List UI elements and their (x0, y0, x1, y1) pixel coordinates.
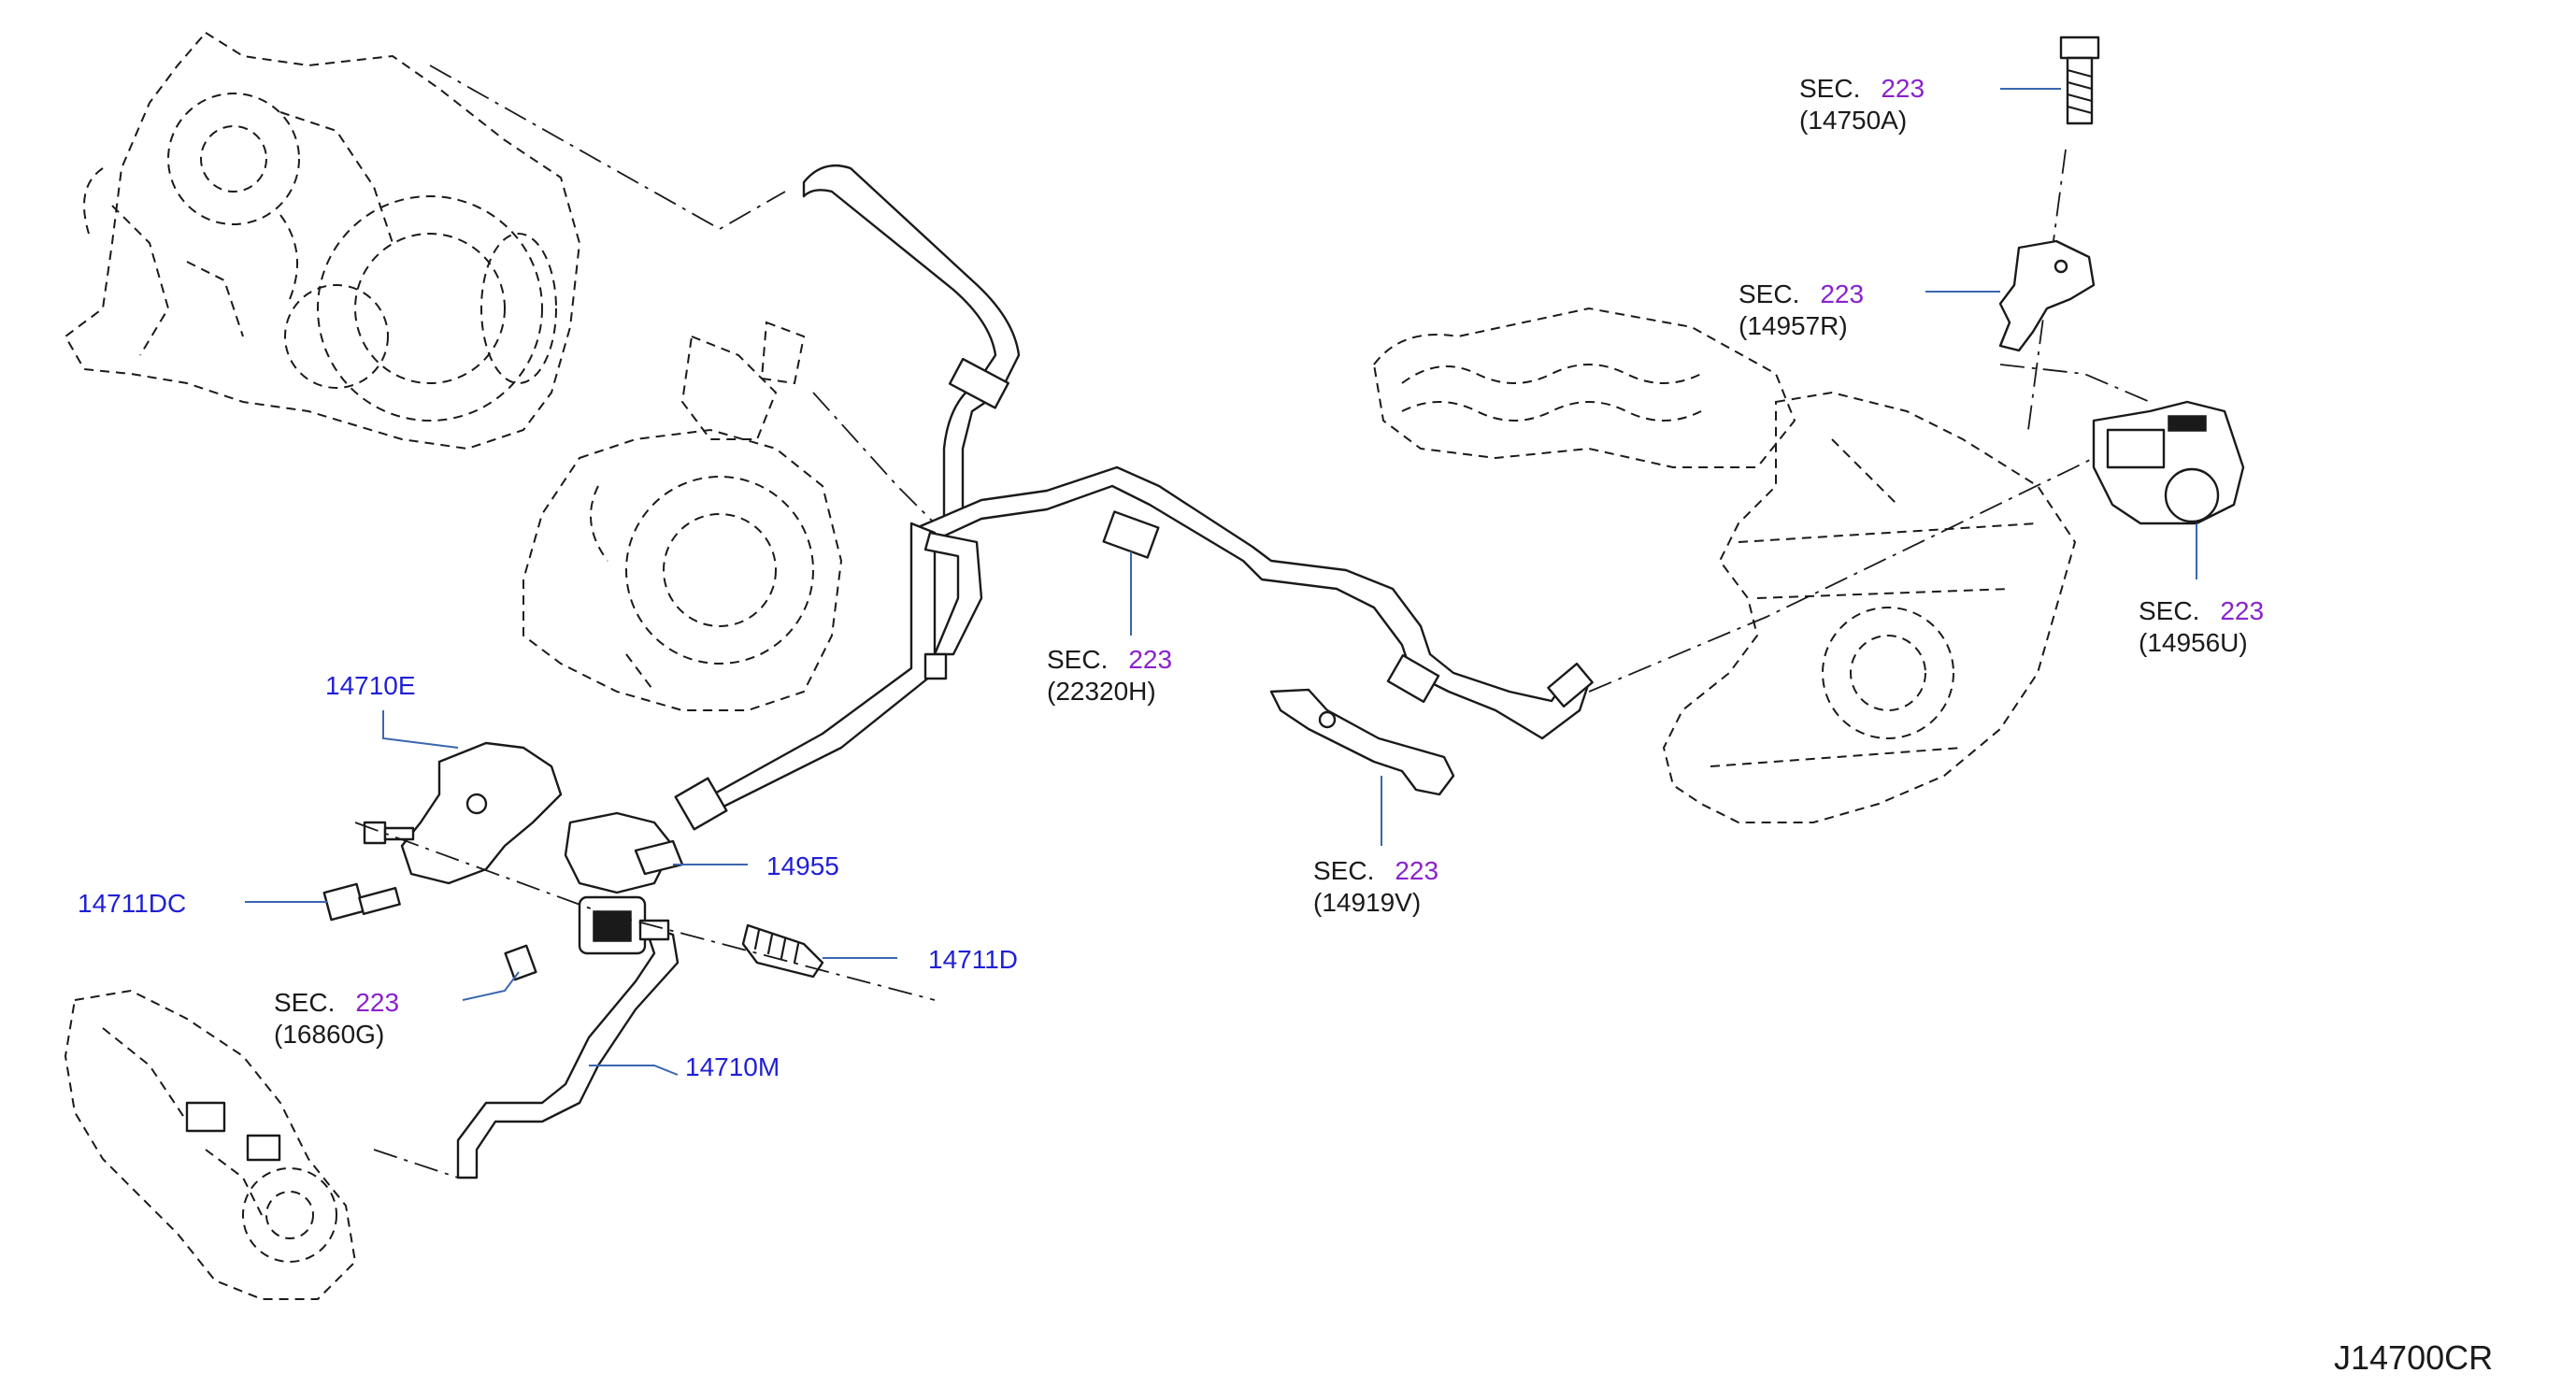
alignment-line-bracket (1999, 364, 2151, 403)
callout-sec-14750A: SEC. 223 (14750A) (1799, 73, 1925, 136)
part-14711D-link[interactable]: 14711D (928, 945, 1019, 974)
purge-valve-14955 (564, 811, 684, 955)
bolt-14711DC (322, 882, 401, 922)
part-14710M-link[interactable]: 14710M (685, 1052, 780, 1081)
part-code: (14957R) (1739, 311, 1848, 340)
callout-sec-16860G: SEC. 223 (16860G) (274, 987, 399, 1051)
leader-sec-16860G (462, 971, 520, 1001)
sec-number-link[interactable]: 223 (1881, 74, 1925, 103)
hose-14710M (456, 919, 680, 1180)
diagram-code: J14700CR (2334, 1338, 2494, 1377)
alignment-line-hose-14710M (373, 1149, 459, 1179)
sec-word: SEC. (1313, 856, 1375, 885)
bracket-14919V (1269, 688, 1455, 796)
callout-sec-14919V: SEC. 223 (14919V) (1313, 855, 1438, 919)
engine-phantom-outline (64, 31, 581, 450)
bolt-14711D (741, 923, 824, 979)
alignment-line-engine (429, 64, 786, 231)
sec-number-link[interactable]: 223 (1820, 279, 1865, 308)
sec-word: SEC. (2139, 596, 2200, 625)
sec-number-link[interactable]: 223 (1128, 645, 1173, 674)
alignment-line-compressor (812, 392, 936, 524)
bolt-14750A (2059, 36, 2100, 125)
leader-14710M (589, 1065, 679, 1076)
sec-number-link[interactable]: 223 (2220, 596, 2265, 625)
part-code: (14956U) (2139, 628, 2248, 657)
bracket-14710E (400, 741, 563, 885)
part-code: (16860G) (274, 1020, 385, 1049)
callout-sec-14957R: SEC. 223 (14957R) (1739, 279, 1864, 342)
sec-number-link[interactable]: 223 (1395, 856, 1439, 885)
alignment-line-valve (354, 822, 936, 1001)
part-14711DC-link[interactable]: 14711DC (78, 889, 187, 918)
part-code: (14919V) (1313, 888, 1422, 917)
callout-sec-22320H: SEC. 223 (22320H) (1047, 644, 1172, 708)
sec-number-link[interactable]: 223 (355, 988, 400, 1017)
part-code: (14750A) (1799, 106, 1908, 135)
part-code: (22320H) (1047, 677, 1156, 706)
bracket-14957R (1998, 239, 2096, 352)
part-14955-link[interactable]: 14955 (766, 851, 839, 880)
lower-engine-phantom (64, 989, 357, 1300)
alignment-line-manifold (1588, 438, 2132, 693)
callout-sec-14956U: SEC. 223 (14956U) (2139, 595, 2264, 659)
vacuum-hose-assembly (674, 164, 1594, 831)
part-14710E-link[interactable]: 14710E (325, 671, 416, 700)
bolt-small-upper (363, 821, 415, 845)
compressor-phantom-outline (522, 321, 843, 711)
sec-word: SEC. (274, 988, 336, 1017)
sec-word: SEC. (1739, 279, 1800, 308)
throttle-body-14956U (2092, 400, 2245, 525)
sec-word: SEC. (1047, 645, 1109, 674)
bolt-16860G (504, 944, 537, 981)
intake-manifold-phantom (1372, 307, 2077, 823)
leader-14710E (382, 710, 459, 749)
sec-word: SEC. (1799, 74, 1861, 103)
